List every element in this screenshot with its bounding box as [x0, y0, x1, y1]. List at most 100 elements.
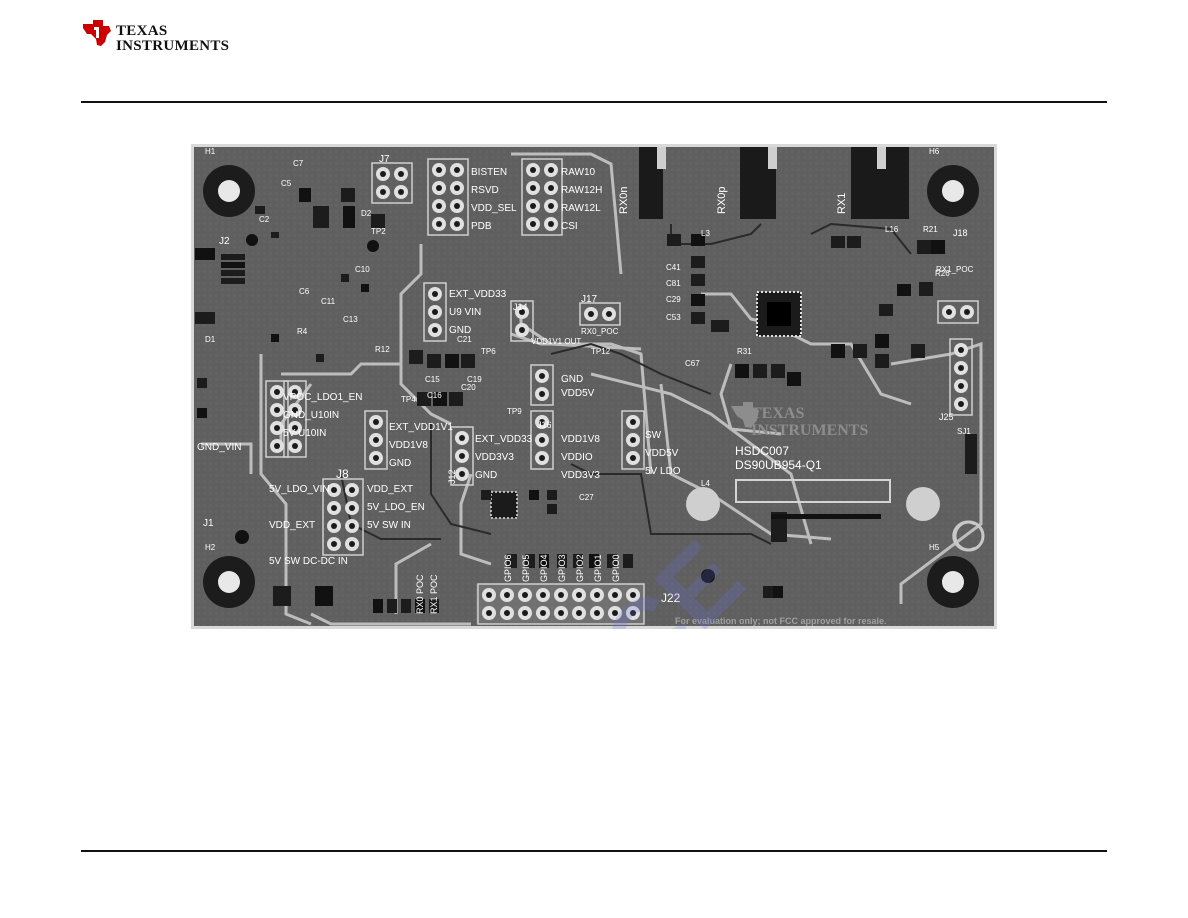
silk-block-g-1: VDDIO: [561, 452, 593, 463]
smd-pad: [273, 586, 291, 606]
smd-pad: [529, 490, 539, 500]
silk-gpio-5: GPIO1: [593, 554, 603, 582]
silk-block-c-1: U9 VIN: [449, 307, 481, 318]
smd-pad: [271, 334, 279, 342]
smd-pad: [313, 206, 329, 228]
silk-j18: J18: [953, 228, 968, 238]
smd-pad: [831, 236, 845, 248]
header-block-b-pin-hole: [530, 203, 536, 209]
silk-block-e-2: GND: [389, 458, 411, 469]
silk-j2: J2: [219, 236, 230, 247]
header-j22-pin-hole: [558, 592, 564, 598]
footer-rule: [81, 850, 1107, 852]
silk-ref-17: C53: [666, 313, 681, 322]
header-j22-pin-hole: [540, 592, 546, 598]
header-block-d-left-pin-hole: [292, 407, 298, 413]
smd-pad: [316, 354, 324, 362]
header-block-d-left-pin-hole: [292, 425, 298, 431]
header-j8-pin-hole: [331, 541, 337, 547]
silk-gpio-3: GPIO3: [557, 554, 567, 582]
trace-dark: [340, 222, 912, 545]
jumper-j17-pin-hole: [588, 311, 594, 317]
header-j22-pin-hole: [612, 592, 618, 598]
header-block-a-pin-hole: [436, 221, 442, 227]
smd-pad: [875, 334, 889, 348]
smd-pad: [735, 364, 749, 378]
connector-label-rx0n: RX0n: [618, 186, 630, 214]
board-logo-line-2: INSTRUMENTS: [751, 422, 868, 439]
smd-pad: [879, 304, 893, 316]
silk-block-f-2: GND: [475, 470, 497, 481]
silk-block-h-0: SW: [645, 430, 662, 441]
silk-block-h-2: 5V LDO: [645, 466, 681, 477]
silk-block-i-1: VDD5V: [561, 388, 595, 399]
header-j8-pin-hole: [349, 505, 355, 511]
header-block-d-left2-pin-hole: [274, 425, 280, 431]
company-line-2: Instruments: [116, 38, 230, 54]
jumper-block-i-pin-hole: [539, 373, 545, 379]
silk-ref-19: C27: [579, 493, 594, 502]
silk-j1: J1: [203, 518, 214, 529]
jumper-j7-pin-hole: [380, 189, 386, 195]
silk-gpio-0: GPIO6: [503, 554, 513, 582]
header-j22-pin-hole: [504, 592, 510, 598]
smd-pad: [197, 408, 207, 418]
silk-j16: J16: [537, 420, 552, 430]
silk-rx-1: RX1 POC: [429, 574, 439, 614]
silk-block-g-2: VDD3V3: [561, 470, 600, 481]
jumper-block-c-pin-hole: [432, 291, 438, 297]
header-block-a-pin-hole: [454, 221, 460, 227]
jumper-j25-pin-hole: [958, 347, 964, 353]
smd-pad: [771, 364, 785, 378]
smd-pad: [341, 188, 355, 202]
jumper-j17-outline: [579, 302, 621, 326]
jumper-j18-outline: [937, 300, 979, 324]
header-j8-pin-hole: [331, 523, 337, 529]
smd-pad: [221, 270, 245, 276]
company-wordmark: Texas Instruments: [116, 24, 229, 54]
header-j22-pin-hole: [630, 610, 636, 616]
smd-pad: [763, 586, 773, 598]
silk-ref-14: C41: [666, 263, 681, 272]
smd-pad: [831, 344, 845, 358]
silk-ref-33: R12: [375, 345, 390, 354]
silk-ref-4: TP9: [507, 407, 522, 416]
silk-ref-28: C6: [299, 287, 310, 296]
smd-pad: [387, 599, 397, 613]
sma-connectors: [639, 147, 909, 219]
silk-ref-27: C2: [259, 215, 270, 224]
smd-pad: [429, 599, 439, 613]
header-j8-pin-hole: [331, 505, 337, 511]
smd-pad: [547, 504, 557, 514]
silk-ref-35: R21: [923, 225, 938, 234]
ti-logo-mark-icon: [81, 18, 115, 48]
header-j22-pin-hole: [576, 592, 582, 598]
jumper-block-g-pin-hole: [539, 437, 545, 443]
header-j22-pin-hole: [594, 592, 600, 598]
silk-block-a-3: PDB: [471, 221, 492, 232]
silk-block-i-0: GND: [561, 374, 583, 385]
header-block-b-pin-hole: [530, 167, 536, 173]
header-block-b-pin-hole: [530, 185, 536, 191]
jumper-block-h-outline: [621, 410, 645, 470]
header-block-b-pin-hole: [548, 167, 554, 173]
smd-pad: [197, 378, 207, 388]
silk-block-f-0: EXT_VDD33: [475, 434, 533, 445]
header-j22-pin-hole: [558, 610, 564, 616]
board-logo-line-1: TEXAS: [751, 405, 804, 422]
smd-pad: [547, 490, 557, 500]
silk-block-e-0: EXT_VDD1V1: [389, 422, 453, 433]
silk-j8-left-1: VDD_EXT: [269, 520, 315, 531]
header-j8-outline: [322, 478, 364, 556]
smd-pad: [221, 254, 245, 260]
smd-pad: [771, 512, 787, 542]
smd-pad: [623, 554, 633, 568]
jumper-j7-outline: [371, 162, 413, 204]
silk-ref-2: VDD1V1 OUT: [531, 337, 581, 346]
silk-ref-15: C81: [666, 279, 681, 288]
silk-j17: J17: [581, 294, 598, 305]
smd-pad: [299, 188, 311, 202]
smd-pad: [417, 392, 431, 406]
silk-block-b-0: RAW10: [561, 167, 596, 178]
silk-block-b-3: CSI: [561, 221, 578, 232]
